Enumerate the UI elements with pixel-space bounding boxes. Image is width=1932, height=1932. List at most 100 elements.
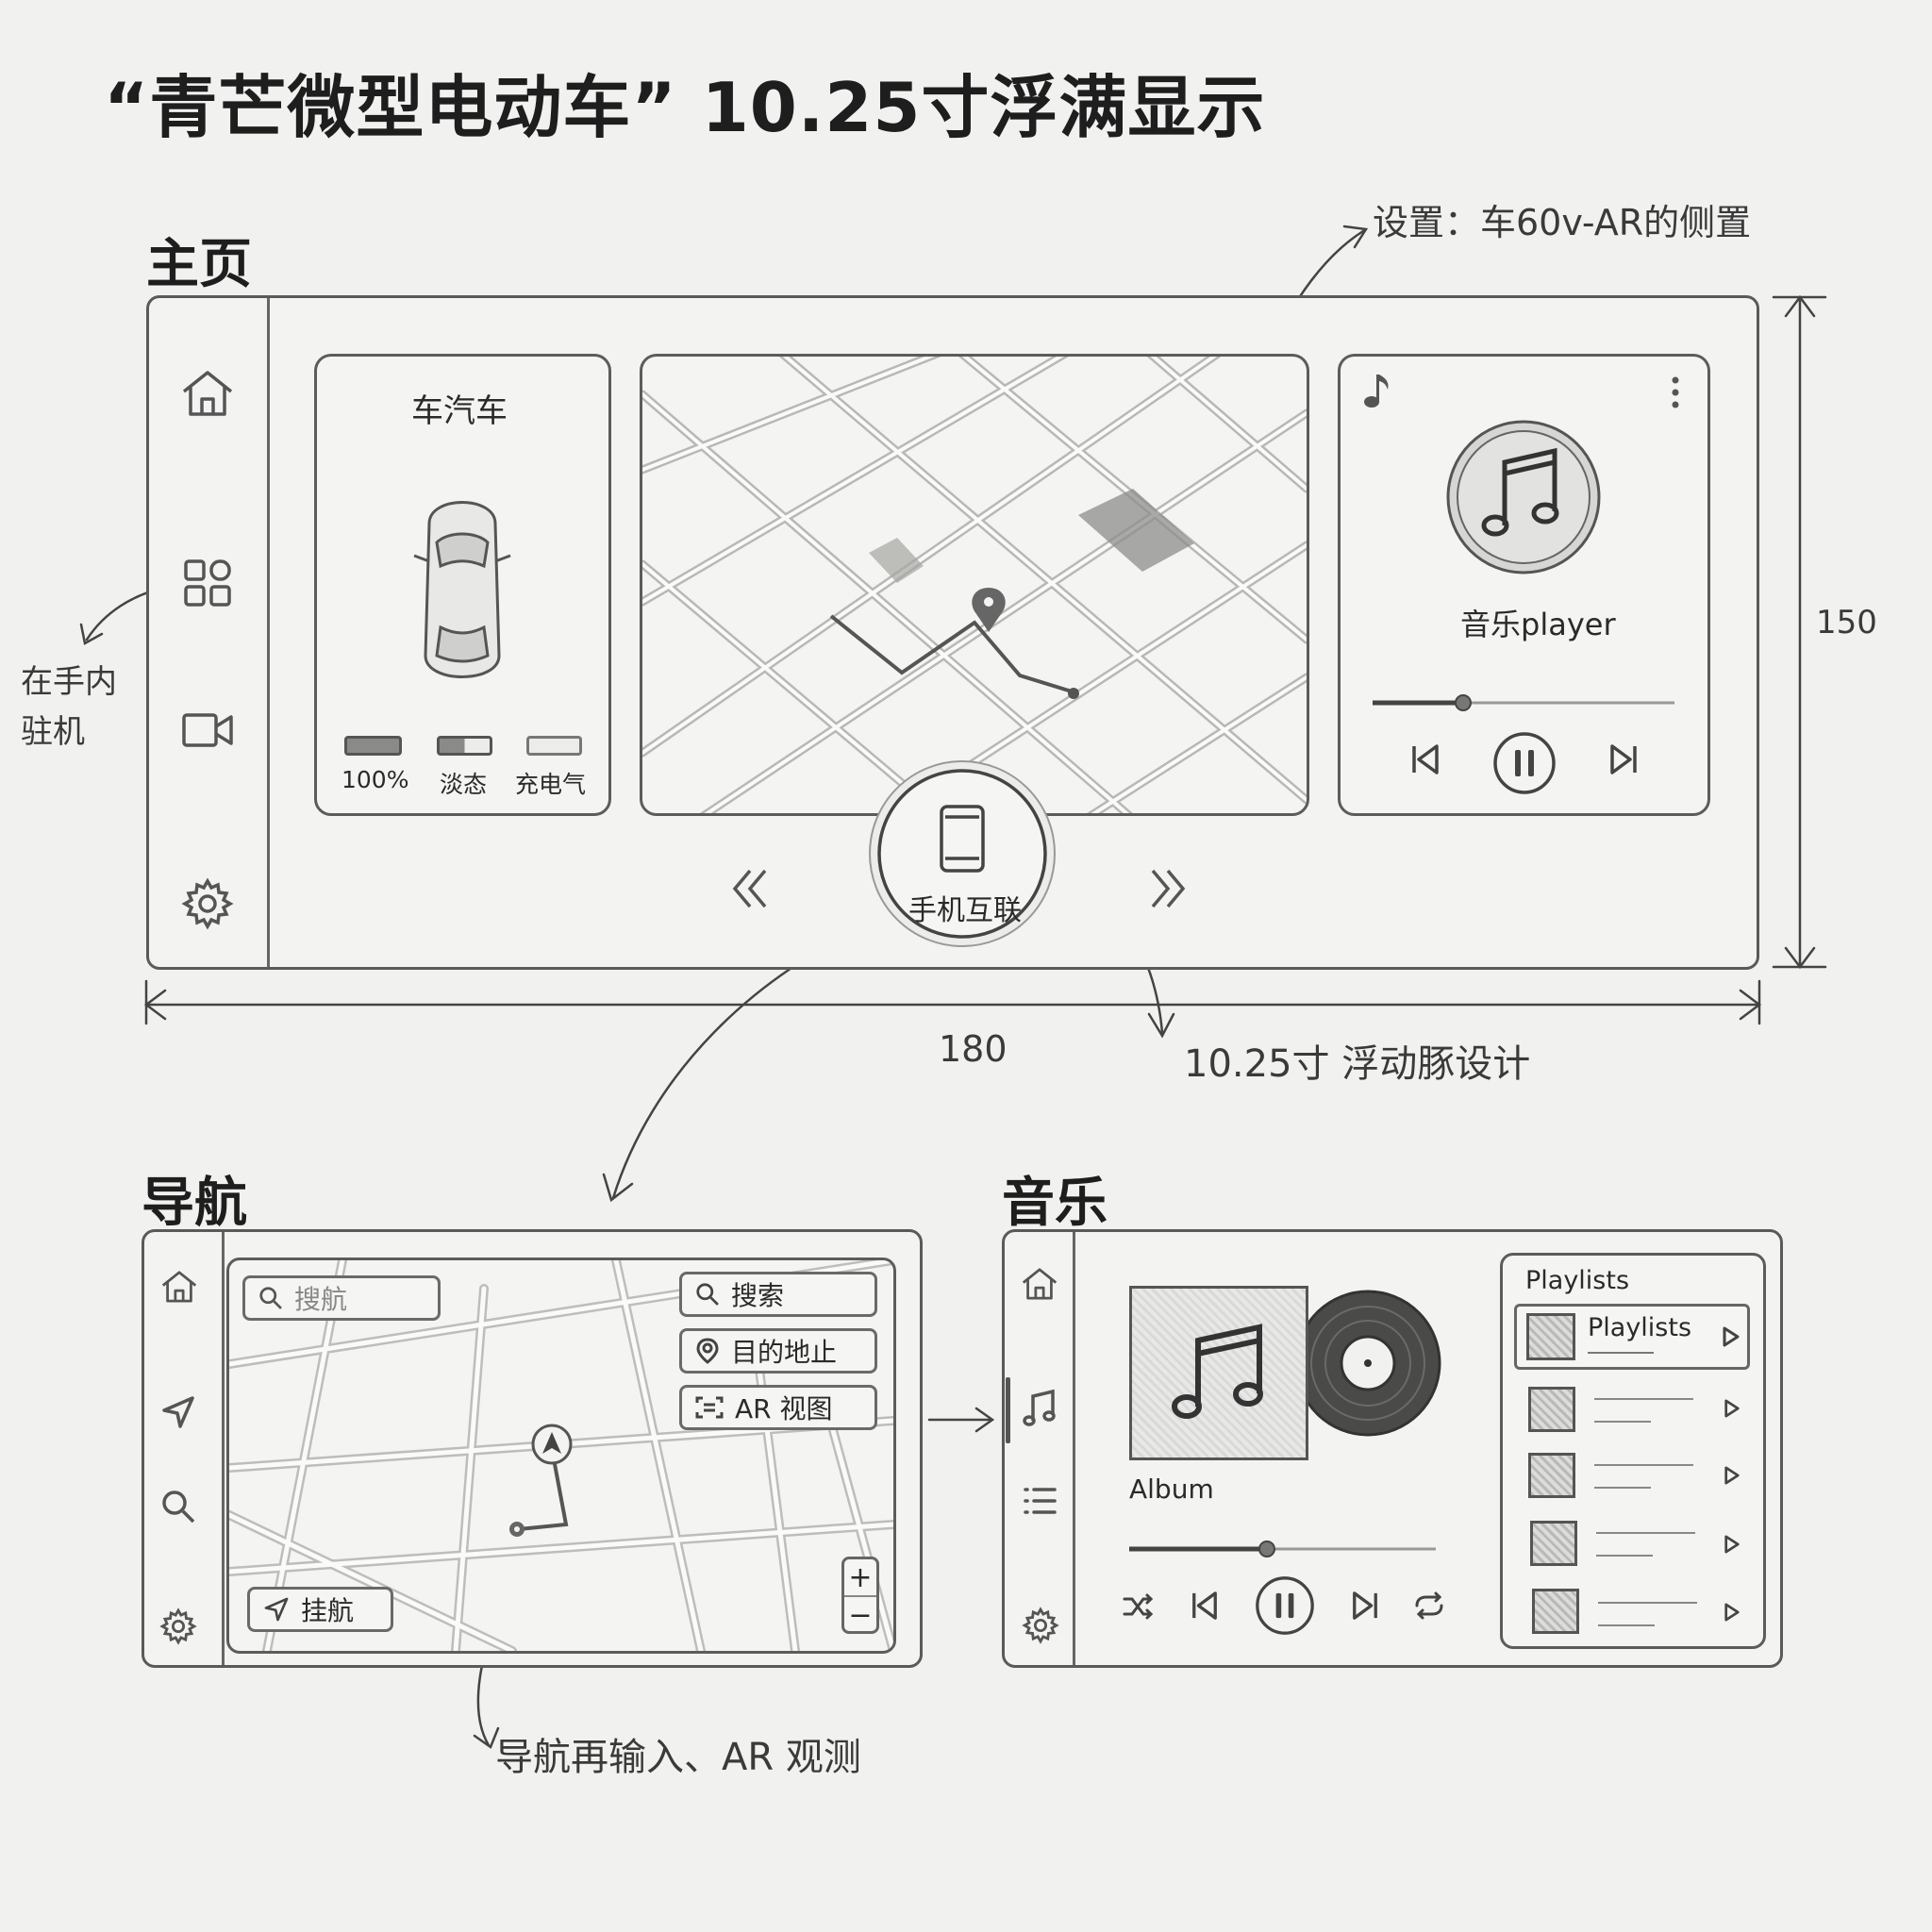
playlist-first-name: Playlists <box>1588 1313 1692 1342</box>
play-icon[interactable] <box>1724 1398 1740 1419</box>
playlist-line <box>1594 1398 1693 1400</box>
search-icon <box>696 1283 719 1306</box>
nav-rail-home-icon[interactable] <box>160 1269 198 1305</box>
nav-ar-view-button[interactable]: AR 视图 <box>679 1385 877 1430</box>
chevron-left-icon[interactable] <box>731 868 769 909</box>
playlist-line <box>1594 1421 1651 1423</box>
nav-annotation: 导航再输入、AR 观测 <box>495 1736 861 1779</box>
mode-bar <box>437 736 492 756</box>
playlist-line <box>1598 1602 1697 1604</box>
battery-level-label: 100% <box>341 766 409 793</box>
music-rail-gear-icon[interactable] <box>1022 1607 1059 1644</box>
playlist-thumbnail <box>1526 1313 1575 1360</box>
mode-status-label: 淡态 <box>440 771 488 798</box>
nav-search-label: 搜索 <box>731 1280 785 1311</box>
charge-status-label: 充电气 <box>515 771 587 798</box>
nav-search-input[interactable]: 搜航 <box>242 1275 441 1321</box>
music-next-icon[interactable] <box>1351 1591 1379 1621</box>
play-icon[interactable] <box>1724 1602 1740 1623</box>
settings-button[interactable] <box>179 875 236 932</box>
width-dimension-label: 180 <box>939 1028 1008 1070</box>
next-track-icon[interactable] <box>1608 743 1639 775</box>
apps-icon <box>184 559 231 607</box>
nav-start-button[interactable]: 挂航 <box>247 1587 393 1632</box>
zoom-in-button[interactable]: + <box>844 1559 876 1597</box>
camera-button[interactable] <box>179 702 236 758</box>
music-rail-home-icon[interactable] <box>1021 1266 1058 1302</box>
playlist-line <box>1596 1555 1653 1557</box>
playlist-line <box>1596 1532 1695 1534</box>
previous-track-icon[interactable] <box>1410 743 1441 775</box>
camera-icon <box>182 713 233 747</box>
location-pin-icon <box>696 1338 719 1364</box>
play-icon[interactable] <box>1722 1325 1740 1348</box>
rail-note-line1: 在手内 <box>21 663 117 701</box>
home-progress-bar[interactable] <box>1373 693 1674 712</box>
height-dimension-label: 150 <box>1816 604 1877 641</box>
search-placeholder: 搜航 <box>294 1284 348 1315</box>
playlist-line <box>1594 1464 1693 1466</box>
chevron-right-icon[interactable] <box>1149 868 1187 909</box>
playlist-thumbnail <box>1528 1453 1575 1498</box>
settings-annotation: 设置：车60v-AR的侧置 <box>1373 202 1752 243</box>
section-label-home: 主页 <box>146 234 252 295</box>
active-rail-indicator <box>1006 1377 1010 1443</box>
playlist-subtitle-line <box>1588 1352 1654 1354</box>
page-title: “青芒微型电动车” 10.25寸浮满显示 <box>104 68 1266 147</box>
playlists-title: Playlists <box>1525 1266 1630 1295</box>
vinyl-record-icon <box>1294 1290 1441 1437</box>
list-icon[interactable] <box>1023 1486 1057 1516</box>
navigation-arrow-icon[interactable] <box>160 1394 196 1430</box>
repeat-icon[interactable] <box>1413 1591 1445 1621</box>
home-map-card[interactable] <box>640 354 1309 816</box>
play-icon[interactable] <box>1724 1465 1740 1486</box>
playlist-line <box>1598 1624 1655 1626</box>
section-label-music: 音乐 <box>1002 1173 1108 1234</box>
section-label-nav: 导航 <box>142 1173 247 1234</box>
nav-rail-search-icon[interactable] <box>160 1489 196 1524</box>
nav-search-button[interactable]: 搜索 <box>679 1272 877 1317</box>
music-note-icon <box>1172 1324 1263 1419</box>
search-icon <box>259 1287 282 1309</box>
music-note-icon <box>1364 375 1389 408</box>
gear-icon <box>181 877 234 930</box>
vehicle-card-title: 车汽车 <box>411 392 508 430</box>
music-note-icon[interactable] <box>1023 1389 1057 1426</box>
player-title: 音乐player <box>1460 607 1616 642</box>
apps-button[interactable] <box>179 555 236 611</box>
music-pause-button[interactable] <box>1255 1575 1315 1636</box>
playlist-thumbnail <box>1532 1589 1579 1634</box>
more-options-icon[interactable] <box>1670 375 1681 409</box>
rail-note-line2: 驻机 <box>21 713 85 751</box>
map-roads <box>642 357 1307 813</box>
floating-annotation: 10.25寸 浮动豚设计 <box>1184 1042 1531 1086</box>
nav-rail-gear-icon[interactable] <box>159 1607 197 1645</box>
music-progress-bar[interactable] <box>1129 1540 1436 1558</box>
playlist-thumbnail <box>1530 1521 1577 1566</box>
home-icon <box>182 371 233 416</box>
album-cover[interactable] <box>1129 1286 1308 1460</box>
phone-connect-button[interactable] <box>858 755 1056 962</box>
nav-destination-button[interactable]: 目的地止 <box>679 1328 877 1374</box>
zoom-control: + − <box>841 1557 879 1634</box>
zoom-out-button[interactable]: − <box>848 1598 873 1632</box>
playlist-line <box>1594 1487 1651 1489</box>
phone-connect-label: 手机互联 <box>908 894 1022 927</box>
nav-start-label: 挂航 <box>301 1595 355 1626</box>
playlist-thumbnail <box>1528 1387 1575 1432</box>
car-top-view-icon <box>413 501 511 678</box>
home-rail-home[interactable] <box>179 365 236 422</box>
music-previous-icon[interactable] <box>1191 1591 1219 1621</box>
charge-bar <box>526 736 582 756</box>
pause-button[interactable] <box>1492 731 1557 795</box>
album-label: Album <box>1129 1474 1214 1505</box>
shuffle-icon[interactable] <box>1123 1592 1155 1621</box>
home-side-rail <box>149 298 270 967</box>
ar-view-icon <box>695 1396 724 1419</box>
play-icon[interactable] <box>1724 1534 1740 1555</box>
nav-ar-view-label: AR 视图 <box>735 1393 833 1424</box>
album-art-circle <box>1446 420 1601 575</box>
navigation-arrow-icon <box>264 1597 289 1622</box>
nav-side-rail <box>144 1232 225 1665</box>
nav-destination-label: 目的地止 <box>731 1337 838 1368</box>
